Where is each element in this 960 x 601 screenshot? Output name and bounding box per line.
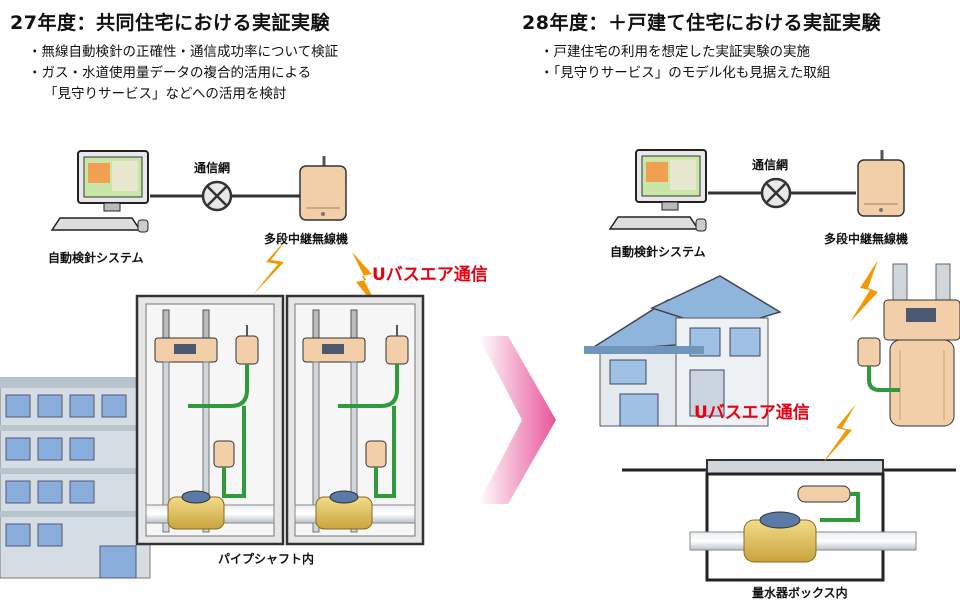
left-title: 27年度：共同住宅における実証実験 — [10, 12, 330, 34]
right-ubus-label: Uバスエア通信 — [694, 403, 810, 423]
right-bullet-2: ・「見守りサービス」のモデル化も見据えた取組 — [540, 65, 831, 81]
right-computer-icon — [608, 149, 707, 232]
pipe-shaft-panel-2 — [285, 294, 425, 546]
house-icon — [584, 275, 782, 427]
left-relay-label: 多段中継無線機 — [264, 232, 349, 246]
left-network-node-icon — [201, 180, 233, 212]
left-computer-icon — [50, 150, 149, 233]
pipe-shaft-panel-1 — [135, 294, 285, 546]
right-relay-label: 多段中継無線機 — [824, 232, 909, 246]
pipe-shaft-label: パイプシャフト内 — [218, 552, 315, 566]
right-network-label: 通信網 — [752, 158, 789, 172]
left-relay-device-icon — [299, 156, 347, 221]
right-bullet-1: ・戸建住宅の利用を想定した実証実験の実施 — [540, 44, 810, 60]
left-bullet-1: ・無線自動検針の正確性・通信成功率について検証 — [28, 44, 339, 60]
left-ubus-label: Uバスエア通信 — [372, 265, 488, 285]
left-lightning-icon-2 — [352, 252, 380, 312]
apartment-building-icon — [0, 377, 151, 579]
left-bullet-2: ・ガス・水道使用量データの複合的活用による — [28, 65, 312, 81]
right-title: 28年度：＋戸建て住宅における実証実験 — [522, 12, 881, 34]
right-relay-device-icon — [857, 150, 905, 217]
gas-meter-icon — [857, 263, 960, 427]
meter-box-icon — [689, 459, 917, 582]
transition-arrow-icon — [478, 336, 556, 504]
right-network-node-icon — [760, 177, 792, 209]
right-lightning-icon-1 — [850, 260, 878, 322]
left-system-label: 自動検針システム — [48, 251, 144, 265]
left-bullet-3: 「見守りサービス」などへの活用を検討 — [44, 86, 287, 102]
left-network-label: 通信網 — [194, 161, 231, 175]
meter-box-label: 量水器ボックス内 — [752, 586, 848, 600]
right-lightning-icon-2 — [822, 404, 856, 464]
right-system-label: 自動検針システム — [610, 245, 706, 259]
